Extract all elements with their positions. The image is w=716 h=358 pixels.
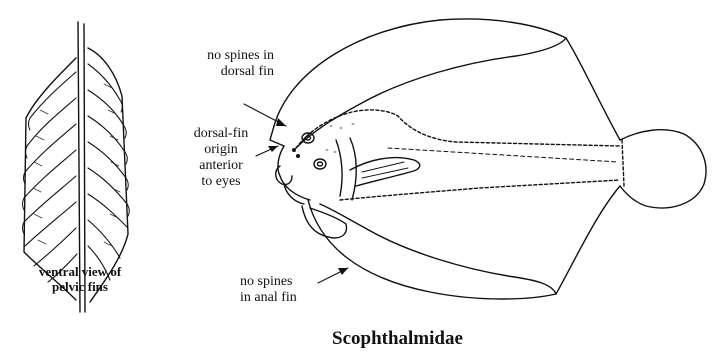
label-line: ventral view of — [0, 264, 160, 279]
label-line: pelvic fins — [0, 279, 160, 294]
label-line: dorsal-fin — [186, 126, 256, 142]
label-line: no spines — [240, 274, 330, 290]
label-line: dorsal fin — [164, 64, 274, 80]
label-line: anterior — [186, 158, 256, 174]
label-line: origin — [186, 142, 256, 158]
fish-body-drawing — [270, 19, 706, 299]
label-anal-spines: no spines in anal fin — [240, 274, 330, 306]
family-title: Scophthalmidae — [332, 328, 463, 350]
label-line: in anal fin — [240, 290, 330, 306]
label-line: to eyes — [186, 174, 256, 190]
label-line: no spines in — [164, 48, 274, 64]
label-dorsal-spines: no spines in dorsal fin — [164, 48, 274, 80]
annotation-arrows — [244, 104, 348, 283]
label-pelvic-view: ventral view of pelvic fins — [0, 264, 160, 294]
label-dorsal-origin: dorsal-fin origin anterior to eyes — [186, 126, 256, 190]
